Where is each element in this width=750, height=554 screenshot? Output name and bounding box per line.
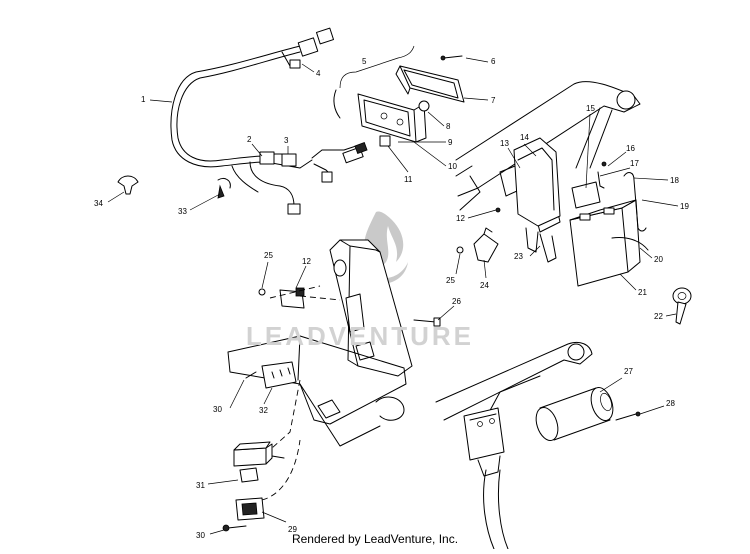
callout-10: 10 [448, 162, 457, 171]
solenoid [463, 407, 505, 477]
callout-4: 4 [316, 69, 321, 78]
nut-25a [258, 288, 266, 296]
callout-19: 19 [680, 202, 689, 211]
leader-lines [107, 57, 679, 535]
callout-29: 29 [288, 525, 297, 534]
callout-33: 33 [178, 207, 187, 216]
callout-12a: 12 [302, 257, 311, 266]
callout-6: 6 [491, 57, 496, 66]
callout-23: 23 [514, 252, 523, 261]
callout-13: 13 [500, 139, 509, 148]
callout-27: 27 [624, 367, 633, 376]
callout-24: 24 [480, 281, 489, 290]
battery-21 [569, 199, 641, 287]
footer-credit: Rendered by LeadVenture, Inc. [291, 532, 459, 546]
callout-25a: 25 [264, 251, 273, 260]
callout-14: 14 [520, 133, 529, 142]
bracket-24 [473, 227, 499, 263]
callout-3: 3 [284, 136, 289, 145]
callout-20: 20 [654, 255, 663, 264]
routing-dashed-2 [269, 285, 341, 301]
key-22 [672, 287, 692, 325]
lower-frame [435, 341, 593, 550]
wiring-harness [170, 27, 357, 215]
bolt-28 [615, 411, 641, 421]
battery-cover-15 [571, 181, 601, 209]
screw-30b [222, 524, 247, 532]
tail-light-assembly [333, 45, 465, 164]
callout-18: 18 [670, 176, 679, 185]
callout-5: 5 [362, 57, 367, 66]
cdi-31 [233, 441, 285, 483]
battery-strap-20 [611, 237, 649, 251]
routing-dashed [261, 379, 301, 501]
callout-7: 7 [491, 96, 496, 105]
tie-33 [217, 177, 231, 199]
callout-22: 22 [654, 312, 663, 321]
callout-30a: 30 [213, 405, 222, 414]
watermark-text: LEADVENTURE [246, 321, 475, 351]
callout-34: 34 [94, 199, 103, 208]
clip-34 [117, 175, 139, 195]
battery-box-13-14 [513, 137, 561, 263]
screw-30a [245, 371, 257, 379]
starter-motor-27 [535, 387, 614, 441]
callout-17: 17 [630, 159, 639, 168]
callout-11: 11 [404, 175, 413, 184]
callout-16: 16 [626, 144, 635, 153]
callout-15: 15 [586, 104, 595, 113]
rectifier-32 [261, 361, 297, 389]
callout-30b: 30 [196, 531, 205, 540]
nut-25b [456, 246, 464, 254]
callout-31: 31 [196, 481, 205, 490]
callout-2: 2 [247, 135, 252, 144]
mount-plate [329, 239, 413, 377]
bracket-29 [235, 497, 265, 521]
connector-2-3 [259, 151, 297, 167]
callout-32: 32 [259, 406, 268, 415]
callout-labels: 1 2 3 4 5 6 7 8 9 10 11 12 12 13 14 15 1… [94, 57, 689, 540]
callout-1: 1 [141, 95, 146, 104]
screw-12b [495, 207, 501, 213]
bolt-26 [413, 317, 441, 327]
leader-30a [229, 379, 245, 409]
callout-26: 26 [452, 297, 461, 306]
callout-25b: 25 [446, 276, 455, 285]
cable-18-19 [597, 161, 647, 232]
callout-8: 8 [446, 122, 451, 131]
callout-21: 21 [638, 288, 647, 297]
callout-28: 28 [666, 399, 675, 408]
callout-12b: 12 [456, 214, 465, 223]
callout-9: 9 [448, 138, 453, 147]
center-frame [227, 335, 407, 447]
